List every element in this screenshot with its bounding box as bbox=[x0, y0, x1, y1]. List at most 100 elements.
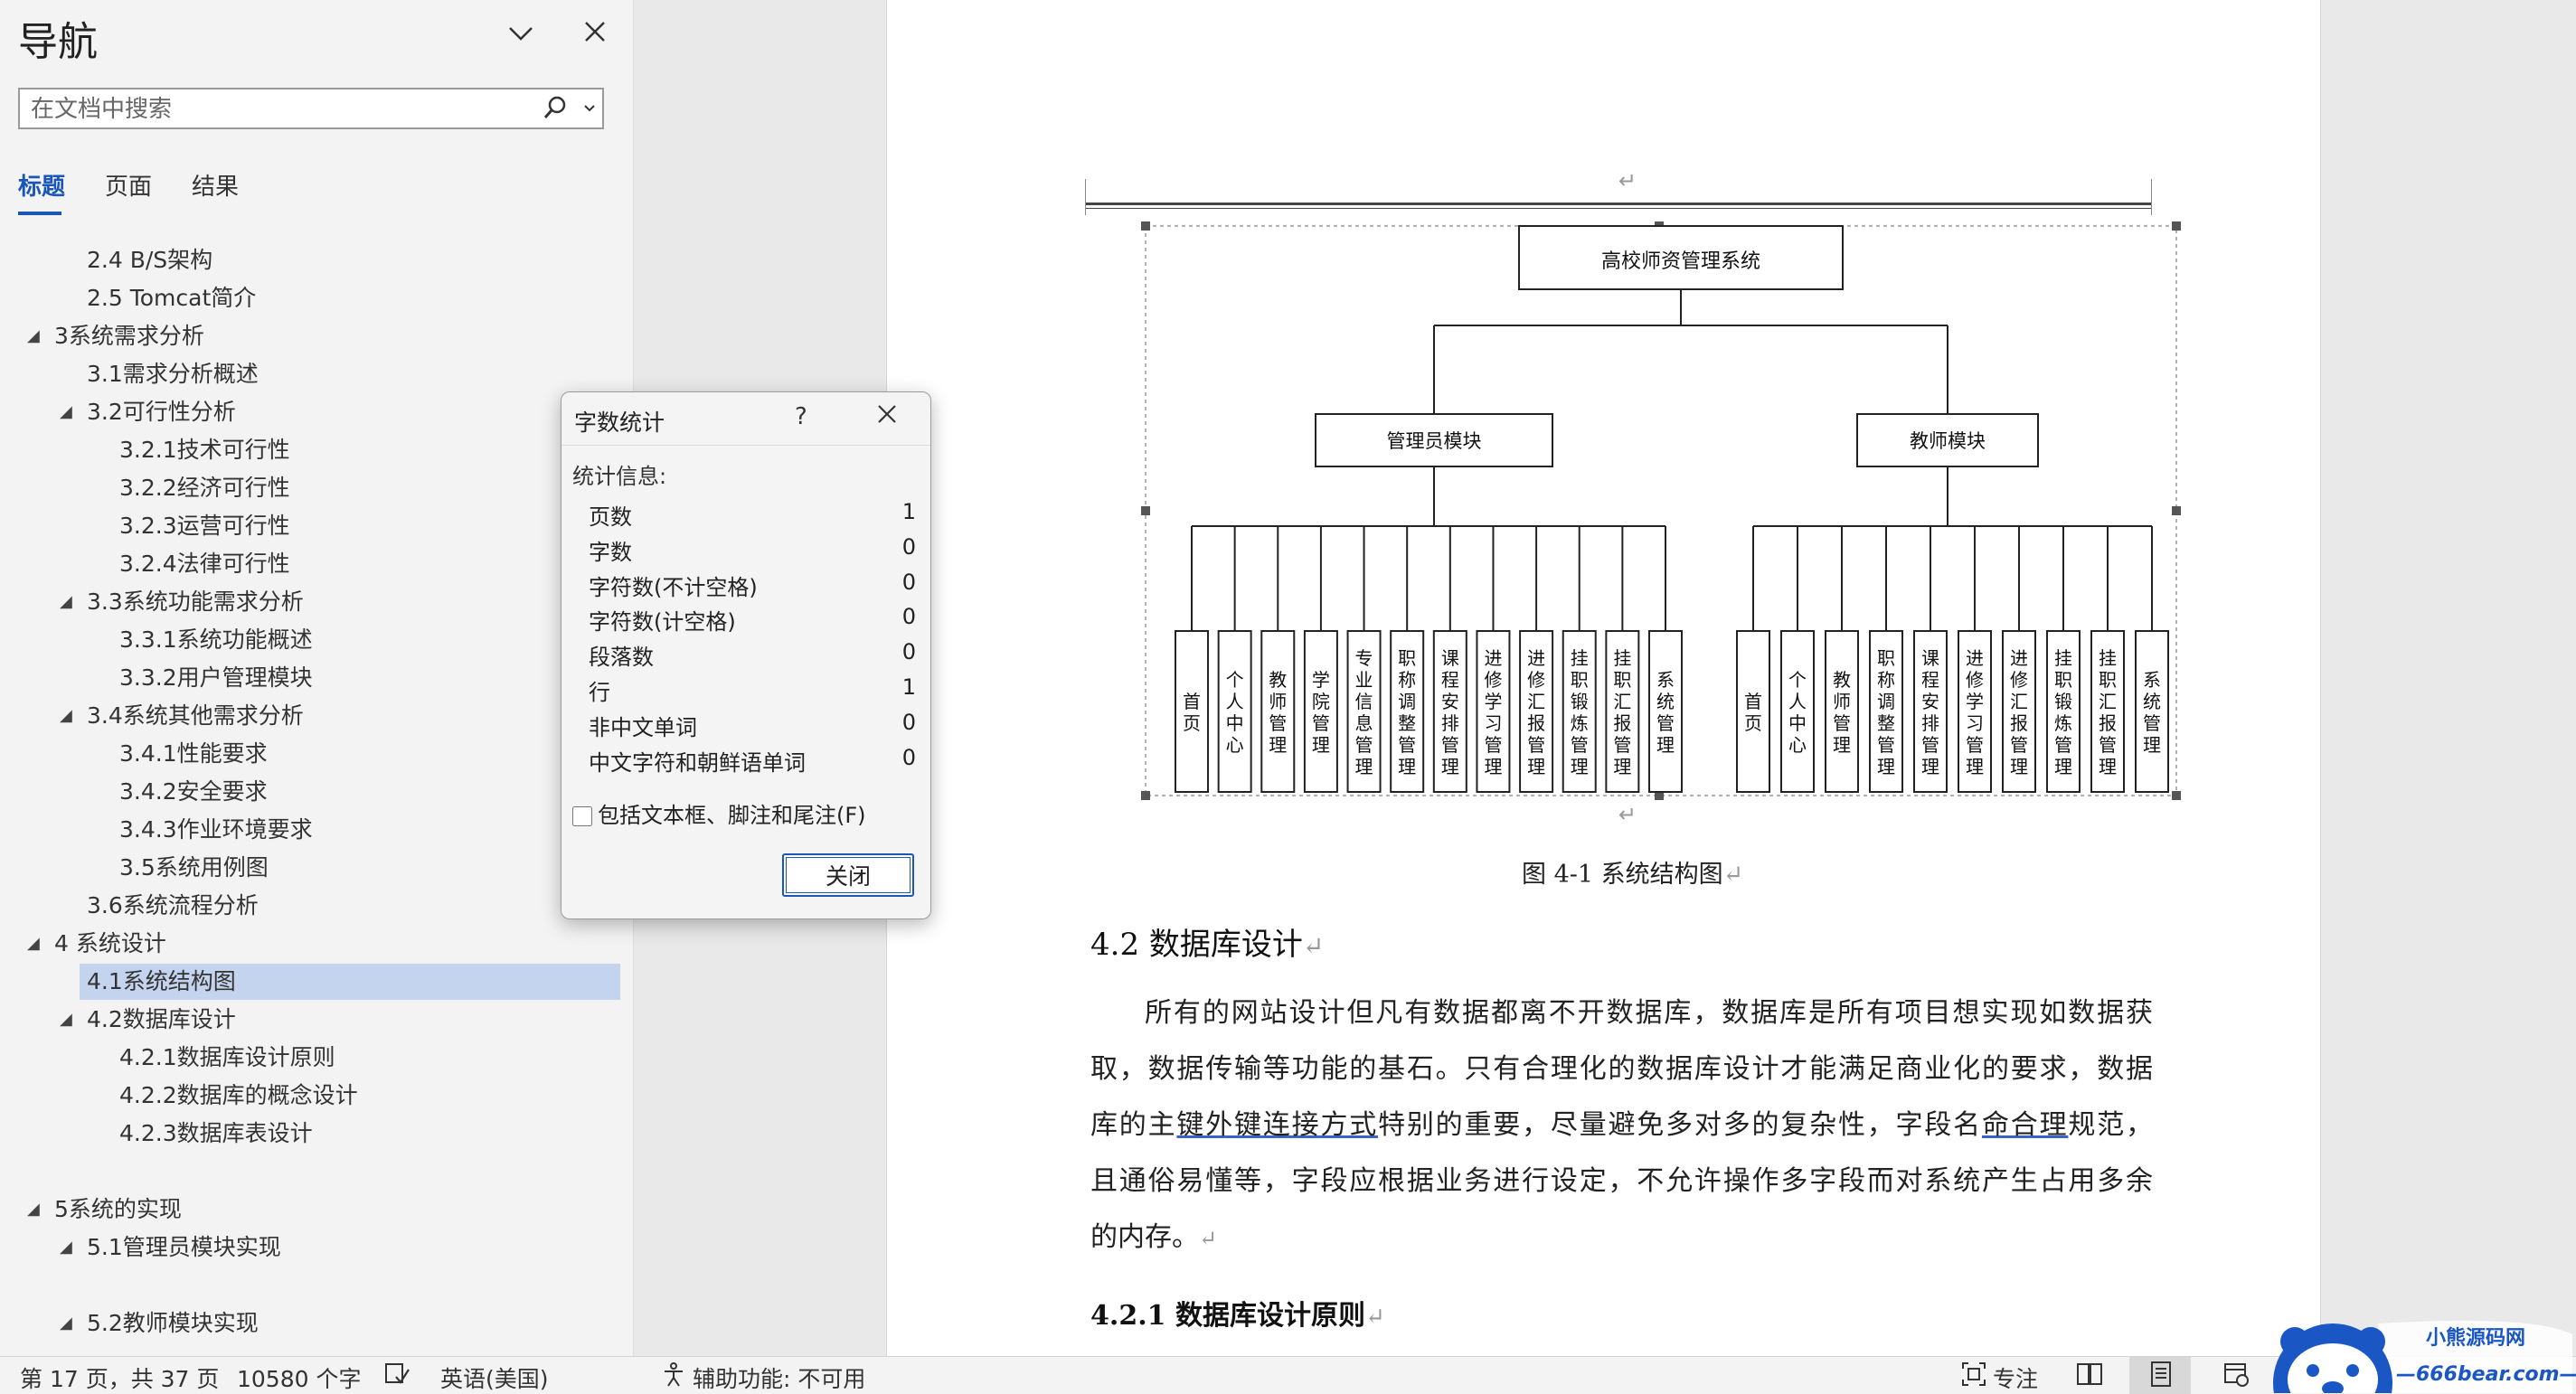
focus-mode[interactable]: 专注 bbox=[1993, 1366, 2039, 1392]
outline-item[interactable]: 4 系统设计 bbox=[54, 930, 166, 956]
outline-item[interactable]: 3.2可行性分析 bbox=[87, 399, 236, 425]
collapse-caret-icon[interactable]: ◢ bbox=[60, 1010, 72, 1029]
outline-item[interactable]: 3.4系统其他需求分析 bbox=[87, 702, 304, 729]
leaf-node bbox=[1869, 630, 1903, 793]
logo-name: 小熊源码网 bbox=[2426, 1327, 2526, 1350]
outline-item[interactable]: 5.2教师模块实现 bbox=[87, 1310, 259, 1336]
body-paragraph: 所有的网站设计但凡有数据都离不开数据库，数据库是所有项目想实现如数据获取，数据传… bbox=[1090, 985, 2153, 1266]
resize-handle bbox=[2172, 791, 2181, 800]
outline-item[interactable]: 4.2数据库设计 bbox=[87, 1006, 236, 1032]
system-structure-diagram[interactable]: 高校师资管理系统管理员模块首页个人中心教师管理学院管理专业信息管理职称调整管理课… bbox=[1141, 217, 2181, 814]
figure-caption: 图 4-1 系统结构图↵ bbox=[1522, 861, 1744, 889]
leaf-node-label: 进修汇报管理 bbox=[2010, 647, 2028, 777]
outline-item[interactable]: 4.2.1数据库设计原则 bbox=[119, 1044, 335, 1070]
margin-corner-left bbox=[1085, 179, 1086, 215]
tab-headings[interactable]: 标题 bbox=[18, 174, 66, 201]
outline-item[interactable]: 4.2.2数据库的概念设计 bbox=[119, 1082, 358, 1108]
stat-row: 字符数(不计空格)0 bbox=[589, 570, 916, 604]
outline-item[interactable]: 2.5 Tomcat简介 bbox=[87, 285, 257, 311]
web-layout-icon[interactable] bbox=[2222, 1361, 2250, 1388]
collapse-caret-icon[interactable]: ◢ bbox=[60, 706, 72, 725]
leaf-node-label: 进修学习管理 bbox=[1484, 647, 1502, 777]
leaf-node bbox=[2002, 630, 2036, 793]
leaf-node-label: 专业信息管理 bbox=[1355, 647, 1373, 777]
leaf-node-label: 教师管理 bbox=[1833, 669, 1851, 756]
stat-label: 字符数(不计空格) bbox=[589, 574, 758, 600]
tab-pages[interactable]: 页面 bbox=[105, 174, 153, 201]
leaf-node-label: 挂职汇报管理 bbox=[2099, 647, 2117, 777]
language[interactable]: 英语(美国) bbox=[440, 1366, 549, 1392]
leaf-node-label: 首页 bbox=[1744, 691, 1762, 734]
search-icon[interactable] bbox=[543, 95, 568, 120]
leaf-node-label: 进修学习管理 bbox=[1966, 647, 1984, 777]
chevron-down-icon[interactable] bbox=[506, 16, 535, 56]
dialog-divider bbox=[561, 445, 930, 446]
leaf-node bbox=[1648, 630, 1683, 793]
page-count[interactable]: 第 17 页，共 37 页 bbox=[20, 1366, 220, 1392]
collapse-caret-icon[interactable]: ◢ bbox=[60, 1314, 72, 1333]
leaf-node bbox=[1780, 630, 1815, 793]
leaf-node bbox=[1605, 630, 1640, 793]
collapse-caret-icon[interactable]: ◢ bbox=[60, 1238, 72, 1257]
read-mode-icon[interactable] bbox=[2075, 1361, 2104, 1388]
active-tab-indicator bbox=[18, 212, 61, 215]
leaf-node bbox=[1175, 630, 1209, 793]
close-button[interactable]: 关闭 bbox=[782, 853, 914, 897]
dropdown-arrow-icon[interactable] bbox=[582, 95, 597, 120]
resize-handle bbox=[1141, 221, 1150, 231]
outline-item[interactable]: 3.3.1系统功能概述 bbox=[119, 626, 313, 653]
print-layout-icon[interactable] bbox=[2147, 1361, 2175, 1388]
include-textboxes-option[interactable]: 包括文本框、脚注和尾注(F) bbox=[572, 797, 866, 828]
word-count[interactable]: 10580 个字 bbox=[237, 1366, 362, 1392]
resize-handle bbox=[1141, 506, 1150, 515]
search-input[interactable] bbox=[29, 93, 548, 126]
leaf-node-label: 进修汇报管理 bbox=[1527, 647, 1545, 777]
leaf-node-label: 个人中心 bbox=[1788, 669, 1807, 756]
outline-item[interactable]: 5系统的实现 bbox=[54, 1196, 182, 1222]
header-rule-thin bbox=[1085, 208, 2152, 209]
outline-item[interactable]: 3.2.1技术可行性 bbox=[119, 437, 290, 463]
outline-item[interactable]: 3.2.3运营可行性 bbox=[119, 513, 290, 539]
outline-item[interactable]: 3.2.4法律可行性 bbox=[119, 551, 290, 577]
dialog-close-icon[interactable] bbox=[873, 400, 901, 436]
collapse-caret-icon[interactable]: ◢ bbox=[60, 592, 72, 611]
outline-item[interactable]: 3.4.2安全要求 bbox=[119, 778, 268, 805]
collapse-caret-icon[interactable]: ◢ bbox=[27, 1200, 40, 1219]
focus-icon[interactable] bbox=[1960, 1361, 1987, 1388]
collapse-caret-icon[interactable]: ◢ bbox=[27, 326, 40, 345]
proofing-icon[interactable] bbox=[383, 1361, 410, 1388]
close-icon[interactable] bbox=[581, 14, 609, 53]
outline-item[interactable]: 3.5系统用例图 bbox=[119, 854, 269, 881]
collapse-caret-icon[interactable]: ◢ bbox=[27, 934, 40, 953]
include-textboxes-checkbox[interactable] bbox=[572, 806, 592, 826]
leaf-node-label: 系统管理 bbox=[1656, 669, 1675, 756]
outline-item[interactable]: 3.3.2用户管理模块 bbox=[119, 664, 313, 691]
outline-item[interactable]: 3.2.2经济可行性 bbox=[119, 475, 290, 501]
outline-item[interactable]: 3.1需求分析概述 bbox=[87, 361, 259, 387]
outline-item[interactable]: 3.3系统功能需求分析 bbox=[87, 589, 304, 615]
outline-item[interactable]: 3系统需求分析 bbox=[54, 323, 204, 349]
stat-label: 字数 bbox=[589, 539, 632, 565]
outline-item[interactable]: 3.6系统流程分析 bbox=[87, 892, 259, 918]
stat-value: 0 bbox=[901, 639, 916, 665]
outline-item[interactable]: 3.4.1性能要求 bbox=[119, 740, 268, 767]
stat-label: 行 bbox=[589, 680, 610, 705]
outline-item[interactable]: 2.4 B/S架构 bbox=[87, 247, 213, 273]
dialog-title: 字数统计 bbox=[574, 410, 665, 436]
help-icon[interactable]: ? bbox=[795, 403, 807, 430]
accessibility-status[interactable]: 辅助功能: 不可用 bbox=[693, 1366, 866, 1392]
paragraph-line: 的内存。↵ bbox=[1090, 1210, 2153, 1266]
root-node-label: 高校师资管理系统 bbox=[1601, 250, 1760, 273]
collapse-caret-icon[interactable]: ◢ bbox=[60, 402, 72, 421]
leaf-node-label: 挂职锻炼管理 bbox=[2054, 647, 2072, 777]
accessibility-icon[interactable] bbox=[660, 1361, 687, 1388]
tab-results[interactable]: 结果 bbox=[192, 174, 240, 201]
outline-item[interactable]: 5.1管理员模块实现 bbox=[87, 1234, 281, 1260]
outline-item[interactable]: 4.2.3数据库表设计 bbox=[119, 1120, 313, 1146]
outline-item[interactable]: 4.1系统结构图 bbox=[80, 964, 620, 1000]
leaf-node-label: 挂职汇报管理 bbox=[1613, 647, 1631, 777]
outline-item[interactable]: 3.4.3作业环境要求 bbox=[119, 816, 313, 843]
